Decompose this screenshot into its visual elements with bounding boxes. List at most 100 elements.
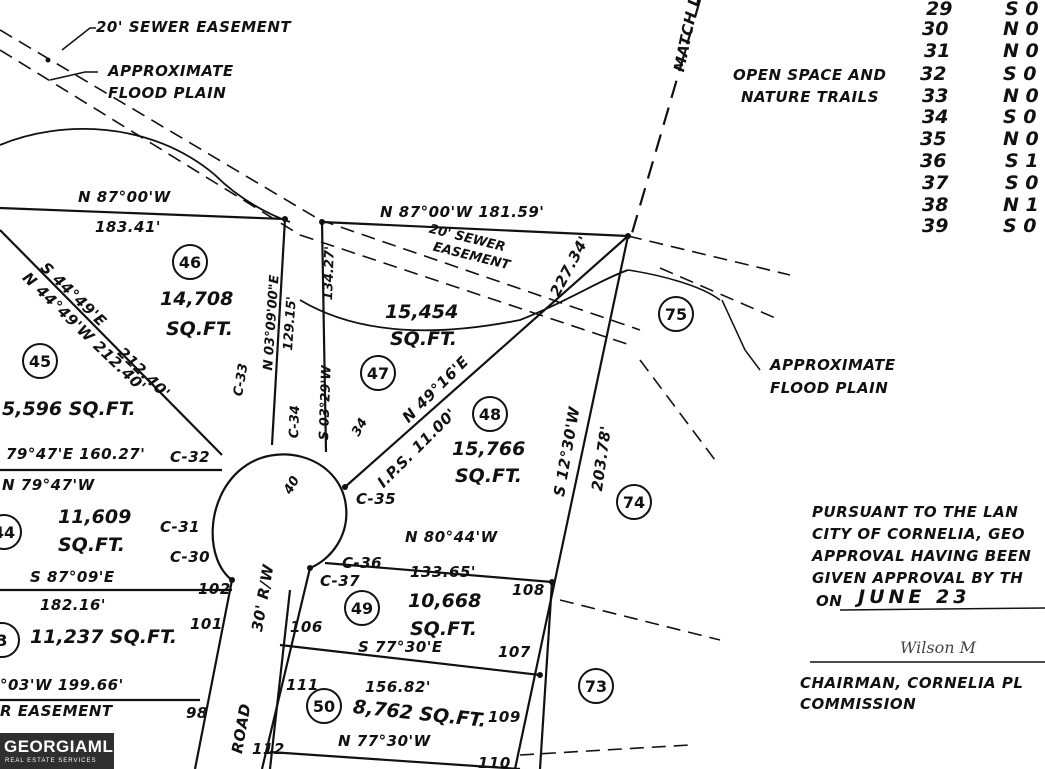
distance-label: 183.41' — [95, 218, 161, 236]
pin-label: 98 — [186, 704, 208, 722]
flood-plain-label: APPROXIMATE — [108, 62, 234, 80]
bearing-label: S 87°09'E — [30, 568, 115, 586]
table-cell: N 0 — [1003, 128, 1039, 150]
lot-area-unit: SQ.FT. — [390, 328, 457, 350]
leader-line — [61, 27, 96, 51]
table-cell: N 1 — [1003, 194, 1039, 216]
approval-text: CHAIRMAN, CORNELIA PL — [800, 674, 1024, 692]
lot-number: 45 — [22, 343, 58, 379]
bearing-label: N 79°47'W — [2, 476, 95, 494]
table-cell: 33 — [922, 85, 949, 107]
sewer-easement-label: R EASEMENT — [0, 702, 113, 720]
table-cell: 35 — [920, 128, 947, 150]
lot-area: 5,596 SQ.FT. — [2, 398, 136, 420]
bearing-label: S 03°29'W — [317, 365, 335, 441]
flood-plain-line — [0, 128, 291, 223]
flood-plain-line — [627, 269, 721, 301]
lot-area: 14,708 — [160, 288, 234, 310]
flood-plain-label: APPROXIMATE — [770, 356, 896, 374]
pin-label: 108 — [512, 581, 545, 599]
sewer-easement-label: 20' SEWER EASEMENT — [96, 18, 292, 36]
property-pin — [549, 579, 555, 585]
lot-line — [321, 220, 629, 238]
lot-number: 75 — [658, 296, 694, 332]
flood-plain-label: FLOOD PLAIN — [108, 84, 227, 102]
approval-text: CITY OF CORNELIA, GEO — [812, 525, 1025, 543]
table-cell: N 0 — [1003, 40, 1039, 62]
lot-line — [320, 221, 328, 453]
table-cell: 34 — [922, 106, 949, 128]
table-cell: 31 — [924, 40, 951, 62]
approval-text: COMMISSION — [800, 695, 917, 713]
sewer-easement-line — [0, 49, 301, 236]
mls-brand: GEORGIAMLS — [4, 737, 126, 756]
flood-plain-label: FLOOD PLAIN — [770, 379, 889, 397]
property-pin — [342, 484, 348, 490]
open-space-label: OPEN SPACE AND — [733, 66, 887, 84]
mls-subtitle: REAL ESTATE SERVICES — [5, 758, 97, 764]
table-cell: S 0 — [1005, 0, 1039, 20]
lot-number: 48 — [472, 396, 508, 432]
approval-date: JUNE 23 — [858, 586, 971, 608]
curve-label: C-37 — [320, 572, 361, 590]
cul-de-sac — [211, 453, 348, 581]
table-cell: N 0 — [1003, 85, 1039, 107]
lot-line-dashed — [559, 599, 721, 641]
lot-area: 15,454 — [385, 301, 459, 323]
pin-label: 101 — [190, 615, 223, 633]
pin-label: 112 — [252, 740, 285, 758]
match-line — [628, 0, 702, 241]
lot-number: 50 — [306, 688, 342, 724]
leader-line — [721, 299, 761, 371]
signature: Wilson M — [900, 638, 977, 657]
lot-number: 74 — [616, 484, 652, 520]
lot-area: 10,668 — [408, 590, 482, 612]
lot-line — [0, 206, 286, 221]
distance-label: 182.16' — [40, 596, 106, 614]
curve-label: C-32 — [170, 448, 211, 466]
table-cell: S 0 — [1003, 63, 1037, 85]
table-cell: 38 — [922, 194, 949, 216]
lot-line — [324, 561, 553, 584]
bearing-label: 79°47'E 160.27' — [6, 445, 146, 463]
lot-area-unit: SQ.FT. — [410, 618, 477, 640]
flood-plain-line — [299, 269, 629, 332]
lot-number: 44 — [0, 514, 22, 550]
table-cell: 30 — [922, 18, 949, 40]
curve-label: C-31 — [160, 518, 201, 536]
lot-area-unit: SQ.FT. — [455, 465, 522, 487]
road-edge — [268, 589, 292, 769]
sewer-easement-line — [0, 29, 321, 221]
curve-label: C-35 — [356, 490, 397, 508]
pin-label: 106 — [290, 618, 323, 636]
property-pin — [319, 219, 325, 225]
mls-watermark: GEORGIAMLS REAL ESTATE SERVICES — [0, 733, 125, 769]
lot-number: 46 — [172, 244, 208, 280]
curve-label: C-30 — [170, 548, 211, 566]
lot-area-unit: SQ.FT. — [166, 318, 233, 340]
lot-area-unit: SQ.FT. — [58, 534, 125, 556]
sewer-easement-line — [299, 234, 631, 346]
road-edge — [193, 579, 234, 769]
approval-text: GIVEN APPROVAL BY TH — [812, 569, 1024, 587]
lot-line — [513, 235, 630, 769]
bearing-label: N 80°44'W — [405, 528, 498, 546]
property-pin — [282, 216, 288, 222]
pin-label: 111 — [286, 676, 319, 694]
approval-text: APPROVAL HAVING BEEN — [812, 547, 1032, 565]
lot-number: 47 — [360, 355, 396, 391]
table-cell: N 0 — [1003, 18, 1039, 40]
lot-line-dashed — [519, 744, 691, 756]
distance-label: 129.15' — [281, 295, 300, 351]
lot-line — [279, 643, 541, 677]
table-row: 29 — [926, 0, 953, 20]
table-cell: S 1 — [1005, 150, 1039, 172]
lot-number: 49 — [344, 590, 380, 626]
bearing-label: N 87°00'W 181.59' — [380, 203, 545, 221]
property-pin — [625, 233, 631, 239]
curve-label: C-34 — [287, 404, 304, 439]
table-cell: S 0 — [1003, 106, 1037, 128]
pin-label: 109 — [488, 708, 521, 726]
distance-label: 133.65' — [410, 563, 476, 581]
